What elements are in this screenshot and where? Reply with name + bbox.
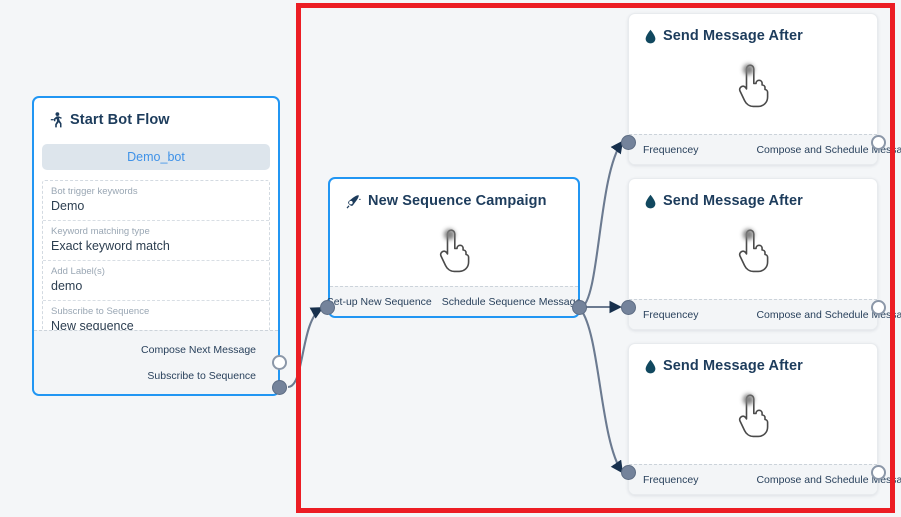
node-body-new-sequence-campaign — [330, 217, 578, 285]
cursor-highlight-dot — [743, 229, 754, 240]
node-footer-start-bot-flow: Compose Next Message Subscribe to Sequen… — [34, 330, 278, 394]
node-body-send-message-after — [629, 382, 877, 450]
water-drop-icon — [645, 359, 656, 374]
field-subscribe-to-sequence[interactable]: Subscribe to Sequence New sequence — [43, 301, 269, 340]
node-footer-send-message-after: Frequencey Compose and Schedule Message — [629, 134, 901, 164]
node-send-message-after-2[interactable]: Send Message After Frequencey Compose an… — [628, 178, 901, 330]
port-label-frequency: Frequencey — [643, 473, 699, 486]
node-new-sequence-campaign[interactable]: New Sequence Campaign Set-up New Sequenc… — [326, 177, 581, 318]
node-title-text: New Sequence Campaign — [368, 193, 547, 209]
field-label: Subscribe to Sequence — [51, 306, 150, 317]
port-schedule-sequence-message[interactable] — [572, 300, 587, 315]
node-title-text: Start Bot Flow — [70, 112, 170, 128]
field-label: Bot trigger keywords — [51, 186, 138, 197]
field-label: Keyword matching type — [51, 226, 150, 237]
port-frequency-1[interactable] — [621, 135, 636, 150]
water-drop-icon — [645, 194, 656, 209]
port-row-compose-next-message: Compose Next Message — [34, 337, 256, 363]
port-subscribe-to-sequence[interactable] — [272, 380, 287, 395]
cursor-highlight-dot — [743, 64, 754, 75]
node-title-send-message-after: Send Message After — [629, 344, 877, 382]
field-label: Add Label(s) — [51, 266, 105, 277]
port-frequency-3[interactable] — [621, 465, 636, 480]
port-label-schedule-sequence-message: Schedule Sequence Message — [441, 295, 582, 308]
node-title-send-message-after: Send Message After — [629, 179, 877, 217]
port-label: Compose Next Message — [141, 344, 256, 356]
field-value: Exact keyword match — [51, 239, 170, 253]
node-start-bot-flow[interactable]: Start Bot Flow Demo_bot Bot trigger keyw… — [32, 96, 280, 396]
node-title-send-message-after: Send Message After — [629, 14, 877, 52]
port-compose-and-schedule-message-2[interactable] — [871, 300, 886, 315]
running-person-icon — [50, 112, 63, 128]
port-compose-and-schedule-message-1[interactable] — [871, 135, 886, 150]
cursor-highlight-dot — [444, 229, 455, 240]
node-footer-send-message-after: Frequencey Compose and Schedule Message — [629, 464, 901, 494]
port-label-frequency: Frequencey — [643, 308, 699, 321]
port-setup-new-sequence[interactable] — [320, 300, 335, 315]
field-add-labels[interactable]: Add Label(s) demo — [43, 261, 269, 301]
node-body-send-message-after — [629, 217, 877, 285]
field-value: Demo — [51, 199, 85, 213]
node-send-message-after-1[interactable]: Send Message After Frequencey Compose an… — [628, 13, 901, 165]
node-footer-send-message-after: Frequencey Compose and Schedule Message — [629, 299, 901, 329]
port-label-setup-new-sequence: Set-up New Sequence — [326, 295, 432, 308]
port-compose-and-schedule-message-3[interactable] — [871, 465, 886, 480]
node-title-text: Send Message After — [663, 193, 803, 209]
bot-selector-label: Demo_bot — [127, 150, 185, 164]
hand-pointer-cursor-icon — [732, 63, 774, 109]
bot-selector-pill[interactable]: Demo_bot — [42, 144, 270, 170]
node-send-message-after-3[interactable]: Send Message After Frequencey Compose an… — [628, 343, 901, 495]
port-label: Subscribe to Sequence — [147, 370, 256, 382]
field-value: demo — [51, 279, 83, 293]
node-title-text: Send Message After — [663, 358, 803, 374]
node-title-new-sequence-campaign: New Sequence Campaign — [330, 179, 578, 217]
hand-pointer-cursor-icon — [732, 393, 774, 439]
port-label-compose-and-schedule-message: Compose and Schedule Message — [756, 473, 901, 486]
node-title-start-bot-flow: Start Bot Flow — [34, 98, 278, 136]
port-label-compose-and-schedule-message: Compose and Schedule Message — [756, 143, 901, 156]
water-drop-icon — [645, 29, 656, 44]
port-label-compose-and-schedule-message: Compose and Schedule Message — [756, 308, 901, 321]
hand-pointer-cursor-icon — [433, 228, 475, 274]
cursor-highlight-dot — [743, 394, 754, 405]
node-footer-new-sequence-campaign: Set-up New Sequence Schedule Sequence Me… — [326, 286, 581, 316]
edge-campaign-to-card-2 — [580, 309, 624, 474]
bot-config-fields: Bot trigger keywords Demo Keyword matchi… — [42, 180, 270, 341]
field-value: New sequence — [51, 319, 134, 333]
edge-campaign-to-card-0 — [580, 140, 624, 309]
hand-pointer-cursor-icon — [732, 228, 774, 274]
port-row-subscribe-to-sequence: Subscribe to Sequence — [34, 363, 256, 389]
megaphone-icon — [346, 194, 361, 209]
node-body-send-message-after — [629, 52, 877, 120]
port-compose-next-message[interactable] — [272, 355, 287, 370]
port-label-frequency: Frequencey — [643, 143, 699, 156]
node-title-text: Send Message After — [663, 28, 803, 44]
field-bot-trigger-keywords[interactable]: Bot trigger keywords Demo — [43, 181, 269, 221]
port-frequency-2[interactable] — [621, 300, 636, 315]
field-keyword-matching-type[interactable]: Keyword matching type Exact keyword matc… — [43, 221, 269, 261]
edge-start-to-campaign — [287, 307, 324, 389]
